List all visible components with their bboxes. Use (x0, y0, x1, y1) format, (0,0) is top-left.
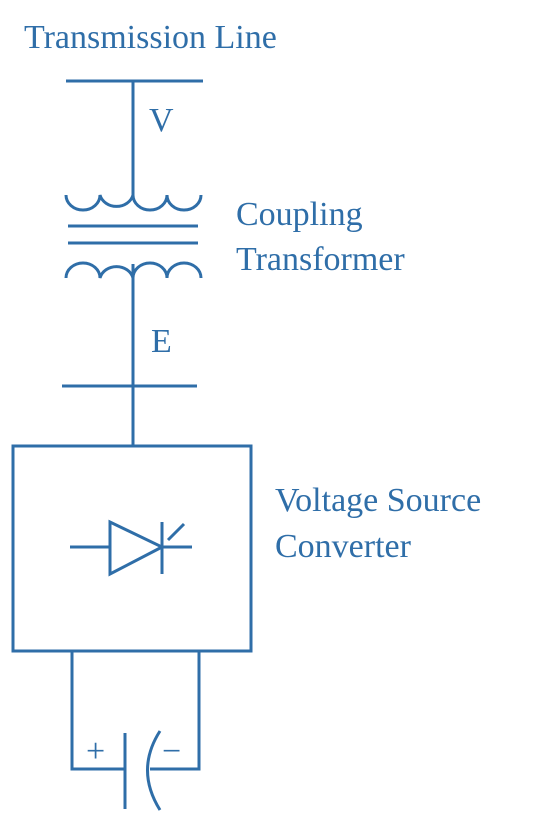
voltage-e-label: E (151, 323, 172, 360)
transmission-line-label: Transmission Line (24, 19, 277, 56)
thyristor-icon (70, 519, 192, 577)
voltage-v-label: V (149, 102, 174, 139)
dc-wire-positive (70, 651, 125, 771)
vsc-label-line2: Converter (275, 528, 412, 565)
vsc-label-line1: Voltage Source (275, 482, 481, 519)
capacitor-icon (123, 730, 162, 811)
plus-sign: + (86, 733, 105, 770)
vsc-box (11, 444, 253, 653)
dc-wire-negative (150, 651, 201, 771)
transformer-label: Transformer (236, 241, 405, 278)
minus-sign: − (162, 733, 181, 770)
coupling-label: Coupling (236, 196, 363, 233)
